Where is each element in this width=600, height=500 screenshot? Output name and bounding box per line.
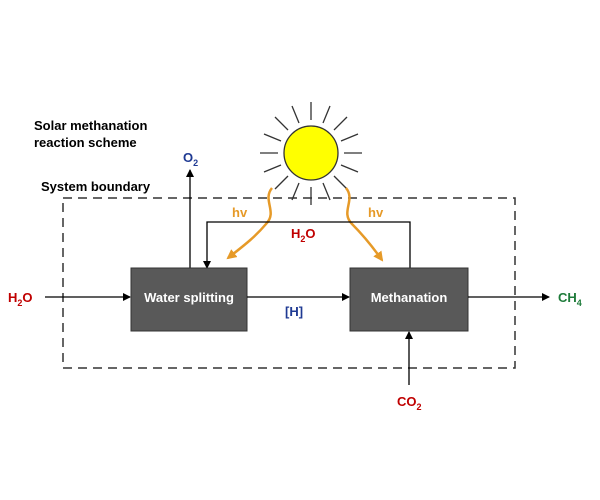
water-splitting-box xyxy=(130,267,248,332)
h2o-input-label: H2O xyxy=(8,290,33,308)
co2-label: CO2 xyxy=(397,394,422,412)
o2-label: O2 xyxy=(183,150,198,168)
sun-icon xyxy=(260,102,362,205)
title-line-2: reaction scheme xyxy=(34,135,137,150)
h-intermediate-label: [H] xyxy=(285,304,303,319)
system-boundary-label: System boundary xyxy=(41,179,151,194)
methanation-label: Methanation xyxy=(371,290,448,305)
h2o-recycle-arrow xyxy=(203,221,411,269)
photon-label-right: hv xyxy=(368,205,384,220)
h2o-recycle-label: H2O xyxy=(291,226,316,244)
water-splitting-label: Water splitting xyxy=(144,290,234,305)
photon-arrow-left xyxy=(226,187,274,260)
photon-arrow-right xyxy=(344,187,384,262)
photon-label-left: hv xyxy=(232,205,248,220)
ch4-label: CH4 xyxy=(558,290,582,308)
title-line-1: Solar methanation xyxy=(34,118,147,133)
system-boundary xyxy=(62,197,516,369)
